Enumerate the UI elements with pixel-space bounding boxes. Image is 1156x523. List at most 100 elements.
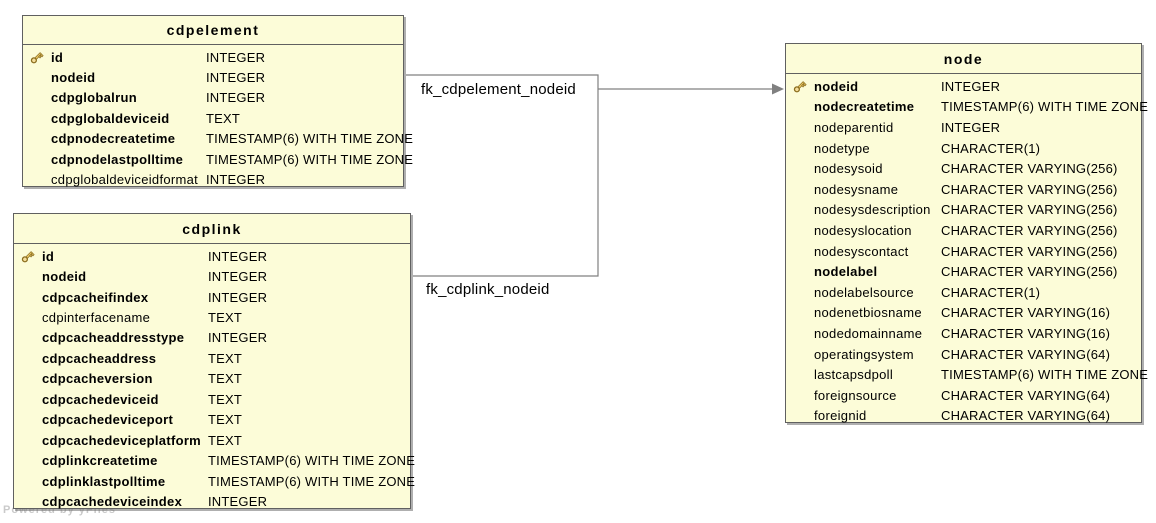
column-name: nodesyslocation (814, 222, 912, 238)
column-name: lastcapsdpoll (814, 367, 894, 383)
column-type: CHARACTER VARYING(64) (941, 346, 1111, 362)
column-type: INTEGER (208, 269, 268, 285)
column-type: TEXT (208, 391, 243, 407)
column-type: CHARACTER VARYING(256) (941, 202, 1118, 218)
column-type: CHARACTER VARYING(256) (941, 243, 1118, 259)
column-name: cdpcacheaddress (42, 350, 157, 366)
column-name: nodesyscontact (814, 243, 909, 259)
table-row: nodeid INTEGER (786, 76, 1141, 97)
column-name: nodesysoid (814, 161, 883, 177)
column-name: nodenetbiosname (814, 305, 922, 321)
table-row: foreignid CHARACTER VARYING(64) (786, 406, 1141, 427)
column-type: INTEGER (208, 493, 268, 509)
column-type: INTEGER (206, 172, 266, 188)
column-name: nodeid (814, 78, 859, 94)
column-type: TEXT (208, 310, 243, 326)
column-type: CHARACTER VARYING(16) (941, 305, 1111, 321)
column-name: cdpglobaldeviceidformat (51, 172, 199, 188)
table-title: node (786, 44, 1141, 74)
table-title: cdplink (14, 214, 410, 244)
column-type: TEXT (208, 432, 243, 448)
column-name: nodeid (42, 269, 87, 285)
column-type: CHARACTER VARYING(64) (941, 408, 1111, 424)
column-name: nodesysname (814, 181, 899, 197)
table-row: cdpnodelastpolltime TIMESTAMP(6) WITH TIM… (23, 149, 413, 169)
table-row: nodesysoid CHARACTER VARYING(256) (786, 158, 1141, 179)
column-type: CHARACTER(1) (941, 140, 1041, 156)
column-name: cdplinkcreatetime (42, 453, 158, 469)
column-type: TEXT (208, 371, 243, 387)
column-name: cdpglobalrun (51, 90, 137, 106)
table-row: lastcapsdpoll TIMESTAMP(6) WITH TIME ZONE (786, 364, 1148, 385)
column-name: cdpcachedeviceindex (42, 493, 183, 509)
column-type: INTEGER (206, 90, 266, 106)
table-row: id INTEGER (14, 246, 410, 266)
column-type: INTEGER (941, 78, 1001, 94)
relation-label-fk-cdplink-nodeid: fk_cdplink_nodeid (426, 281, 550, 298)
column-type: INTEGER (208, 248, 268, 264)
column-name: cdpcachedeviceid (42, 391, 159, 407)
table-title: cdpelement (23, 16, 403, 45)
column-name: nodetype (814, 140, 870, 156)
relation-label-fk-cdpelement-nodeid: fk_cdpelement_nodeid (421, 81, 576, 98)
column-type: CHARACTER VARYING(16) (941, 325, 1111, 341)
table-row: cdpglobalrun INTEGER (23, 88, 403, 108)
table-row: nodenetbiosname CHARACTER VARYING(16) (786, 303, 1141, 324)
column-type: CHARACTER VARYING(256) (941, 222, 1118, 238)
connector-fk-cdpelement-nodeid (406, 74, 599, 89)
column-type: INTEGER (208, 289, 268, 305)
column-name: nodeid (51, 70, 96, 86)
column-name: cdpnodelastpolltime (51, 151, 184, 167)
table-row: cdpinterfacename TEXT (14, 307, 410, 327)
table-row: cdpglobaldeviceidformat INTEGER (23, 169, 403, 189)
column-type: TIMESTAMP(6) WITH TIME ZONE (206, 151, 414, 167)
table-row: cdpcachedeviceid TEXT (14, 389, 410, 409)
column-name: id (42, 248, 55, 264)
column-type: TIMESTAMP(6) WITH TIME ZONE (208, 453, 416, 469)
table-row: cdpcacheversion TEXT (14, 369, 410, 389)
column-name: cdpcachedeviceport (42, 412, 174, 428)
column-type: INTEGER (206, 49, 266, 65)
table-row: cdplinkcreatetime TIMESTAMP(6) WITH TIME … (14, 450, 415, 470)
column-name: cdpcacheversion (42, 371, 153, 387)
table-row: nodesyslocation CHARACTER VARYING(256) (786, 220, 1141, 241)
arrowhead-icon (772, 83, 784, 95)
connector-fk-cdplink-nodeid (413, 89, 599, 277)
column-name: cdpinterfacename (42, 310, 151, 326)
column-type: TEXT (206, 110, 241, 126)
primary-key-icon (29, 50, 51, 65)
table-row: cdpglobaldeviceid TEXT (23, 108, 403, 128)
table-row: cdpcachedeviceindex INTEGER (14, 491, 410, 511)
column-name: nodelabel (814, 264, 878, 280)
column-name: cdpglobaldeviceid (51, 110, 170, 126)
column-type: TIMESTAMP(6) WITH TIME ZONE (206, 131, 414, 147)
column-name: foreignid (814, 408, 867, 424)
column-type: CHARACTER VARYING(256) (941, 161, 1118, 177)
column-type: TIMESTAMP(6) WITH TIME ZONE (941, 99, 1149, 115)
column-type: TIMESTAMP(6) WITH TIME ZONE (941, 367, 1149, 383)
column-name: cdplinklastpolltime (42, 473, 166, 489)
column-name: nodeparentid (814, 119, 894, 135)
column-name: nodedomainname (814, 325, 923, 341)
